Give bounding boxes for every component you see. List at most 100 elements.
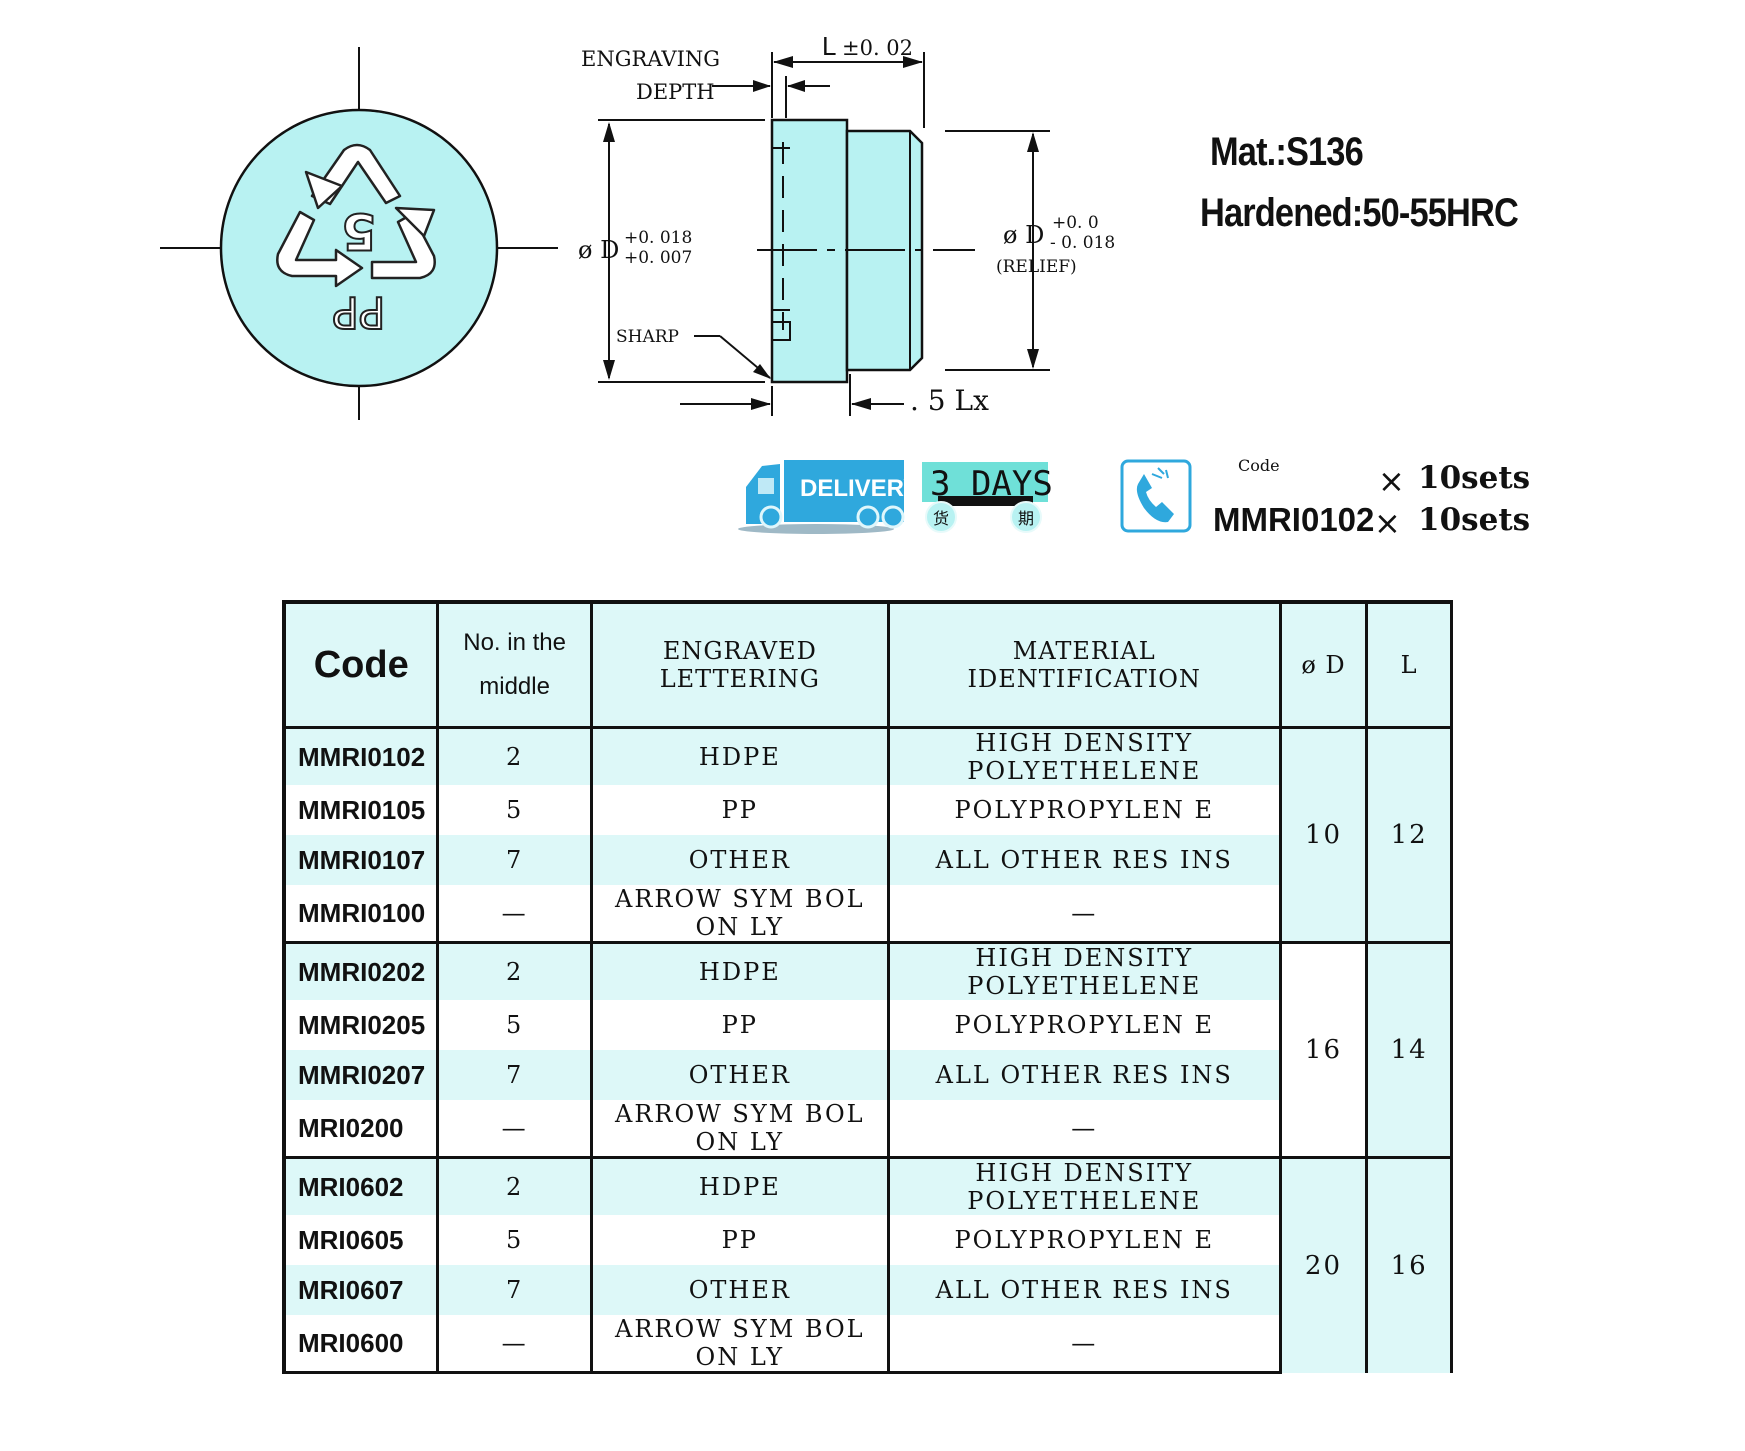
row-lettering: ARROW SYM BOL ON LY bbox=[589, 885, 890, 944]
label-diameter-tol-lower: +0. 007 bbox=[624, 248, 692, 268]
resin-code: PP bbox=[332, 286, 385, 337]
row-material: HIGH DENSITY POLYETHELENE bbox=[886, 1156, 1282, 1215]
group-length: 16 bbox=[1365, 1156, 1453, 1373]
row-code: MMRI0205 bbox=[282, 1000, 440, 1050]
row-code: MMRI0102 bbox=[282, 727, 440, 785]
times-sign-2: × bbox=[1374, 504, 1401, 542]
order-qty-1: 10sets bbox=[1418, 460, 1531, 496]
group-diameter: 16 bbox=[1278, 941, 1369, 1158]
order-code-value: MMRI0102 bbox=[1213, 501, 1375, 538]
table-row: MMRI0205 5 PP POLYPROPYLEN E bbox=[282, 1000, 1452, 1050]
header-no-in-middle: No. in the middle bbox=[436, 600, 593, 729]
header-engraved-line1: ENGRAVED bbox=[662, 637, 817, 665]
label-engraving: ENGRAVING bbox=[581, 47, 720, 71]
top-view: 5 PP bbox=[160, 47, 558, 420]
delivery-days: 3 DAYS bbox=[930, 464, 1053, 504]
row-code: MRI0602 bbox=[282, 1156, 440, 1215]
row-lettering: PP bbox=[589, 1215, 890, 1265]
row-code: MRI0600 bbox=[282, 1315, 440, 1374]
group-diameter: 10 bbox=[1278, 727, 1369, 943]
label-relief: (RELIEF) bbox=[996, 257, 1077, 277]
row-lettering: ARROW SYM BOL ON LY bbox=[589, 1315, 890, 1374]
row-no: — bbox=[436, 1100, 593, 1159]
row-no: 5 bbox=[436, 1000, 593, 1050]
row-no: 7 bbox=[436, 835, 593, 885]
label-relief-length: . 5 Lx bbox=[910, 384, 989, 417]
times-sign-1: × bbox=[1378, 462, 1405, 500]
row-lettering: HDPE bbox=[589, 941, 890, 1000]
row-material: ALL OTHER RES INS bbox=[886, 1265, 1282, 1315]
header-material-line2: IDENTIFICATION bbox=[967, 665, 1201, 693]
row-code: MRI0200 bbox=[282, 1100, 440, 1159]
order-code-label: Code bbox=[1238, 456, 1280, 475]
header-diameter: ø D bbox=[1278, 600, 1369, 729]
group-diameter: 20 bbox=[1278, 1156, 1369, 1373]
row-no: 5 bbox=[436, 785, 593, 835]
header-length: L bbox=[1365, 600, 1453, 729]
header-no-line1: No. in the bbox=[463, 629, 566, 656]
label-relief-tol-lower: - 0. 018 bbox=[1050, 233, 1115, 253]
table-row: MMRI0105 5 PP POLYPROPYLEN E bbox=[282, 785, 1452, 835]
delivery-char-2: 期 bbox=[1018, 509, 1034, 528]
row-no: 7 bbox=[436, 1265, 593, 1315]
row-lettering: OTHER bbox=[589, 1050, 890, 1100]
row-code: MMRI0100 bbox=[282, 885, 440, 944]
table-row: MRI0605 5 PP POLYPROPYLEN E bbox=[282, 1215, 1452, 1265]
resin-number: 5 bbox=[342, 202, 377, 260]
row-material: POLYPROPYLEN E bbox=[886, 785, 1282, 835]
header-engraved-lettering: ENGRAVED LETTERING bbox=[589, 600, 890, 729]
delivery-label: DELIVERY bbox=[800, 475, 919, 502]
row-no: — bbox=[436, 1315, 593, 1374]
table-row: MRI0200 — ARROW SYM BOL ON LY — bbox=[282, 1100, 1452, 1159]
row-material: HIGH DENSITY POLYETHELENE bbox=[886, 941, 1282, 1000]
table-row: MRI0600 — ARROW SYM BOL ON LY — bbox=[282, 1315, 1452, 1374]
truck-icon: DELIVERY bbox=[738, 460, 919, 534]
delivery-char-1: 货 bbox=[933, 509, 949, 528]
table-row: MRI0602 2 HDPE HIGH DENSITY POLYETHELENE… bbox=[282, 1156, 1453, 1373]
row-material: ALL OTHER RES INS bbox=[886, 835, 1282, 885]
table-row: MRI0607 7 OTHER ALL OTHER RES INS bbox=[282, 1265, 1452, 1315]
table-row: MMRI0102 2 HDPE HIGH DENSITY POLYETHELEN… bbox=[282, 727, 1453, 943]
row-lettering: OTHER bbox=[589, 835, 890, 885]
row-lettering: PP bbox=[589, 785, 890, 835]
spec-table: Code No. in the middle ENGRAVED LETTERIN… bbox=[282, 600, 1453, 1374]
row-material: HIGH DENSITY POLYETHELENE bbox=[886, 727, 1282, 785]
row-lettering: HDPE bbox=[589, 727, 890, 785]
table-header-row: Code No. in the middle ENGRAVED LETTERIN… bbox=[282, 600, 1453, 729]
row-material: ALL OTHER RES INS bbox=[886, 1050, 1282, 1100]
row-material: — bbox=[886, 1315, 1282, 1374]
group-length: 14 bbox=[1365, 941, 1453, 1158]
row-code: MMRI0107 bbox=[282, 835, 440, 885]
row-code: MMRI0207 bbox=[282, 1050, 440, 1100]
row-lettering: PP bbox=[589, 1000, 890, 1050]
header-no-line2: middle bbox=[479, 673, 550, 700]
label-diameter: ø D bbox=[578, 236, 619, 264]
row-material: POLYPROPYLEN E bbox=[886, 1215, 1282, 1265]
row-lettering: ARROW SYM BOL ON LY bbox=[589, 1100, 890, 1159]
row-material: — bbox=[886, 885, 1282, 944]
row-code: MMRI0202 bbox=[282, 941, 440, 1000]
material-label: Mat.:S136 bbox=[1210, 130, 1364, 174]
row-material: — bbox=[886, 1100, 1282, 1159]
header-material-identification: MATERIAL IDENTIFICATION bbox=[886, 600, 1282, 729]
row-no: 7 bbox=[436, 1050, 593, 1100]
label-sharp: SHARP bbox=[616, 327, 679, 347]
row-code: MMRI0105 bbox=[282, 785, 440, 835]
row-no: 2 bbox=[436, 1156, 593, 1215]
header-material-line1: MATERIAL bbox=[1012, 637, 1156, 665]
row-no: 2 bbox=[436, 941, 593, 1000]
delivery-badge: DELIVERY 3 DAYS 货 期 bbox=[738, 460, 1053, 534]
side-view bbox=[598, 52, 1050, 416]
recycle-arrows-icon bbox=[276, 143, 436, 288]
header-code: Code bbox=[282, 600, 440, 729]
row-no: 5 bbox=[436, 1215, 593, 1265]
table-row: MMRI0207 7 OTHER ALL OTHER RES INS bbox=[282, 1050, 1452, 1100]
hardness-label: Hardened:50-55HRC bbox=[1200, 191, 1519, 235]
label-length-tol: ±0. 02 bbox=[842, 36, 913, 60]
label-diameter-tol-upper: +0. 018 bbox=[624, 228, 692, 248]
row-lettering: HDPE bbox=[589, 1156, 890, 1215]
row-no: 2 bbox=[436, 727, 593, 785]
table-row: MMRI0107 7 OTHER ALL OTHER RES INS bbox=[282, 835, 1452, 885]
order-qty-2: 10sets bbox=[1418, 502, 1531, 538]
